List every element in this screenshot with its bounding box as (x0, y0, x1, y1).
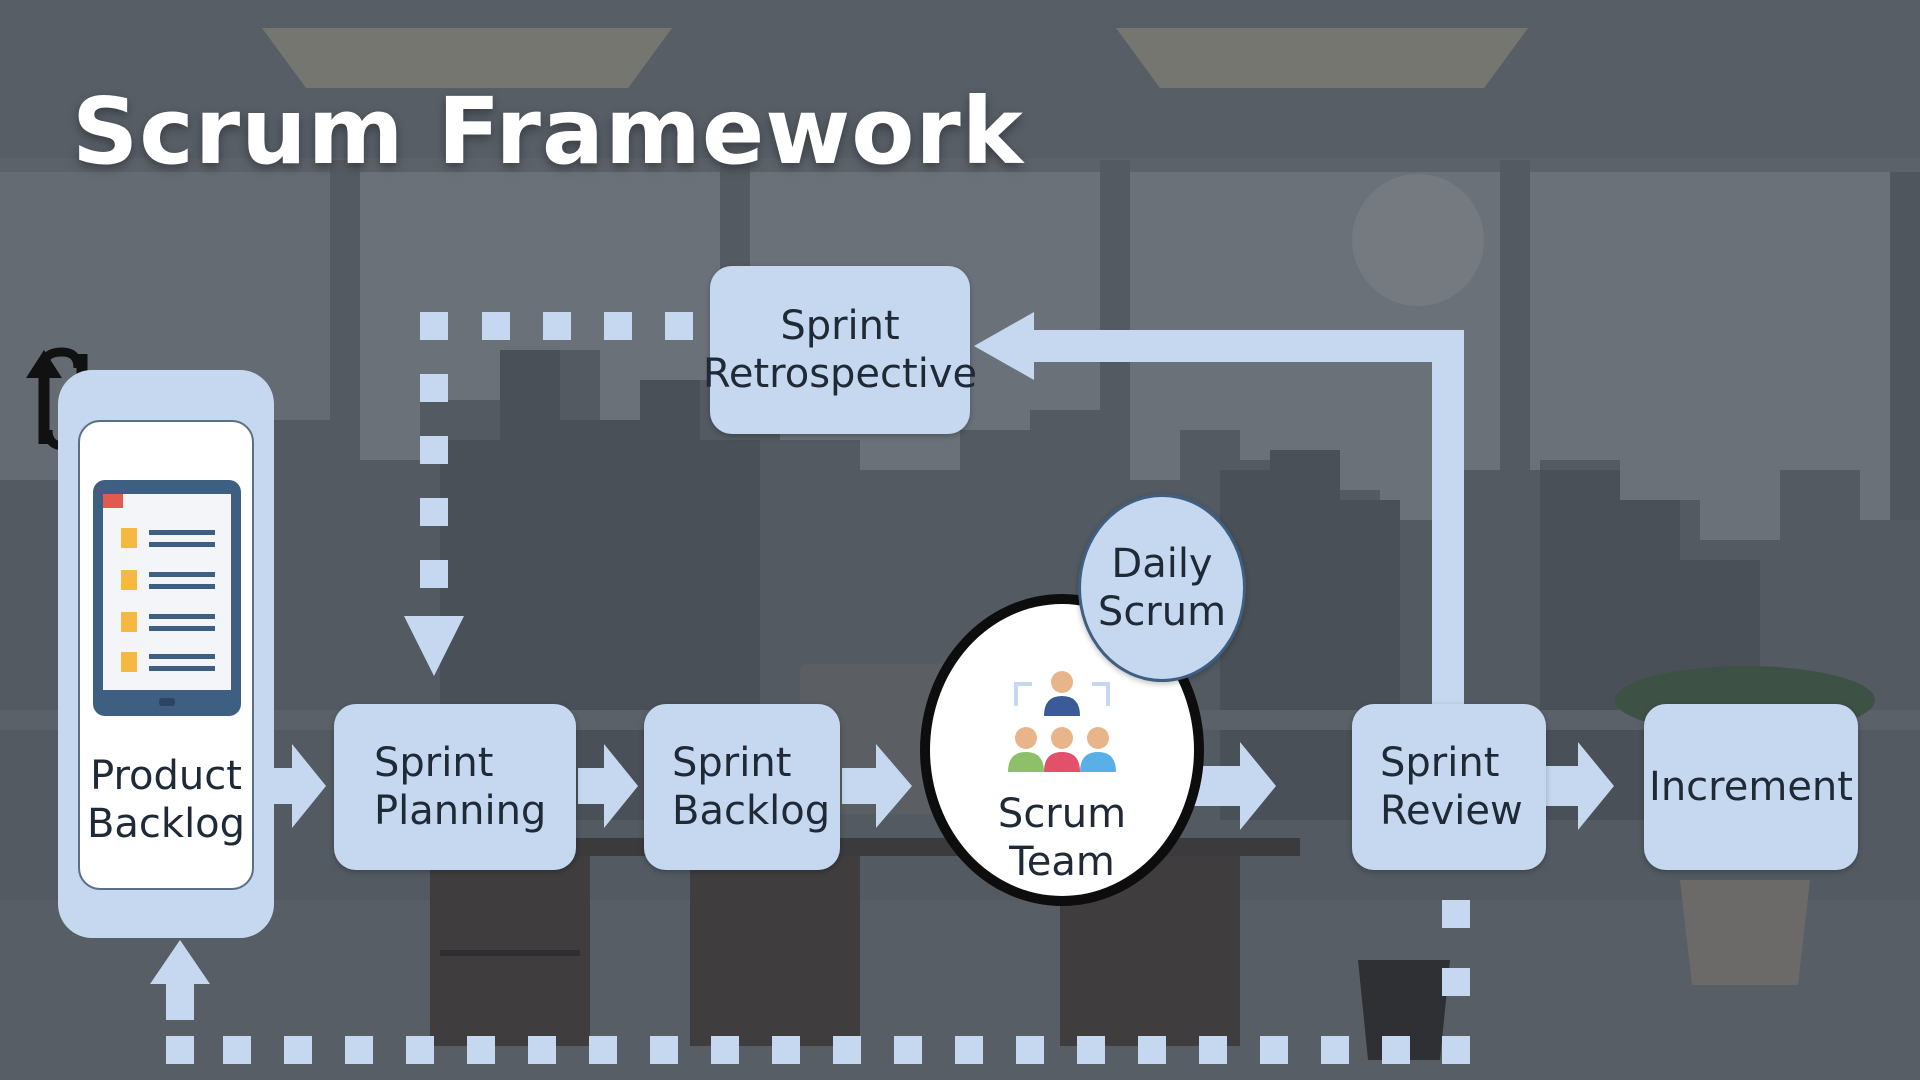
review-to-retro-arrow (974, 312, 1464, 706)
sprint-review-line1: Sprint (1380, 740, 1500, 786)
daily-scrum-line2: Scrum (1097, 589, 1227, 635)
team-people-icon (1008, 671, 1116, 772)
scrum-team-label: Scrum Team (930, 790, 1194, 886)
sprint-retrospective-node: Sprint Retrospective (703, 266, 977, 434)
product-backlog-line2: Backlog (86, 801, 246, 847)
tablet-list-icon (93, 480, 241, 716)
sprint-planning-line2: Planning (374, 788, 547, 834)
sprint-backlog-line1: Sprint (672, 740, 792, 786)
sprint-backlog-line2: Backlog (672, 788, 831, 834)
page-title: Scrum Framework (72, 78, 1024, 185)
daily-scrum-node: Daily Scrum (1078, 494, 1246, 682)
retro-to-planning-dashed-path (404, 312, 693, 676)
sprint-backlog-node: Sprint Backlog (644, 704, 840, 870)
sprint-planning-node: Sprint Planning (334, 704, 576, 870)
scrum-team-line2: Team (1009, 839, 1115, 885)
sprint-review-node: Sprint Review (1352, 704, 1546, 870)
increment-label: Increment (1649, 764, 1853, 810)
review-to-backlog-dashed-path (150, 900, 1470, 1064)
sprint-review-line2: Review (1380, 788, 1523, 834)
sprint-retrospective-line2: Retrospective (702, 351, 978, 397)
product-backlog-line1: Product (90, 753, 242, 799)
product-backlog-node: Product Backlog (78, 420, 254, 890)
increment-node: Increment (1644, 704, 1858, 870)
sprint-planning-line1: Sprint (374, 740, 494, 786)
scrum-team-line1: Scrum (997, 791, 1127, 837)
daily-scrum-line1: Daily (1111, 541, 1213, 587)
forward-arrows (272, 742, 1614, 830)
sprint-retrospective-line1: Sprint (780, 303, 900, 349)
product-backlog-label: Product Backlog (80, 752, 252, 848)
